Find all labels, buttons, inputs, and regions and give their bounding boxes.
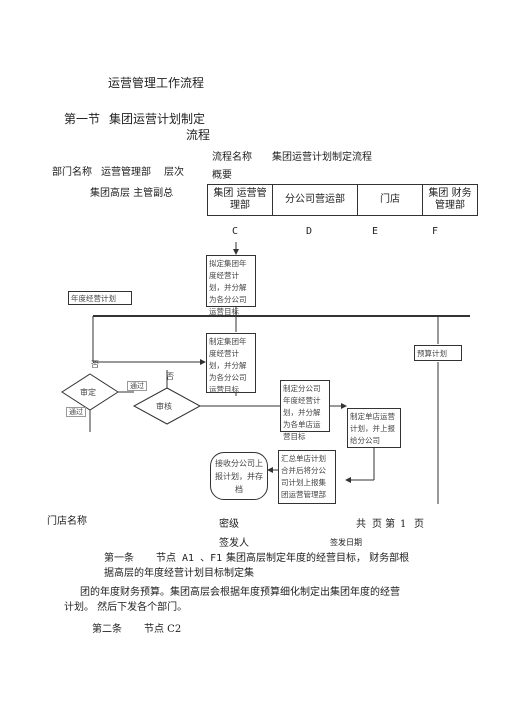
article-1-label: 第一条	[104, 553, 134, 564]
column-code: C	[232, 226, 239, 237]
flow-box-budget: 预算计划	[414, 345, 462, 361]
dept-value: 运营管理部	[101, 167, 151, 178]
flow-box-annual-plan: 年度经营计划	[68, 291, 132, 305]
overview-label: 概要	[212, 170, 232, 181]
column-code: E	[372, 226, 379, 237]
flow-box-summary: 汇总单店计划合并后将分公司计划上报集团运营管理部	[278, 450, 336, 504]
article-2-label: 第二条	[92, 624, 122, 635]
column-header: 分公司营运部	[272, 184, 358, 216]
pages-end-label: 页	[414, 519, 424, 530]
diamond-audit-label: 审核	[156, 402, 172, 411]
flow-box-branch-plan: 制定分公司年度经营计划，并分解为各单店运营目标	[280, 380, 330, 441]
column-header: 门店	[357, 184, 423, 216]
sign-date-label: 签发日期	[330, 538, 362, 547]
pages-mid-label: 页 第	[372, 519, 396, 530]
column-header-table: 集团 运营管理部 分公司营运部 门店 集团 财务管理部	[207, 184, 478, 216]
label-no: 否	[91, 360, 99, 369]
level-label: 层次	[164, 167, 184, 178]
page-number: 1	[400, 519, 407, 530]
column-header: 集团 运营管理部	[207, 184, 273, 216]
article-2-node: 节点 C2	[144, 624, 182, 635]
column-code: F	[432, 226, 439, 237]
diamond-review-label: 审定	[80, 388, 96, 397]
label-no: 否	[166, 372, 174, 381]
article-1-text: 集团高层制定年度的经营目标， 财务部根	[226, 553, 410, 564]
flow-box-store-plan: 制定单店运营计划，并上报给分公司	[347, 408, 401, 448]
flow-box-draft-plan: 拟定集团年度经营计划，并分解为各分公司运营目标	[206, 255, 256, 316]
dept-label: 部门名称	[52, 167, 92, 178]
section-number: 第一节	[64, 112, 101, 126]
article-1-node: 节点 A1 、F1	[156, 553, 223, 564]
process-name-label: 流程名称	[212, 152, 252, 163]
store-name-label: 门店名称	[47, 516, 87, 527]
flow-box-make-plan: 制定集团年度经营计划，并分解为各分公司运营目标	[206, 333, 256, 394]
label-pass: 通过	[127, 381, 147, 392]
column-header: 集团 财务管理部	[422, 184, 478, 216]
process-name: 集团运营计划制定流程	[272, 152, 372, 163]
flow-box-receive: 接收分公司上报计划，并存档	[210, 452, 268, 500]
signer-label: 签发人	[219, 538, 249, 549]
pages-total-label: 共	[356, 519, 366, 530]
label-pass: 通过	[66, 407, 86, 418]
article-1-text-cont: 据高层的年度经营计划目标制定集	[104, 568, 254, 579]
column-code: D	[306, 226, 313, 237]
level-value: 集团高层 主管副总	[90, 188, 174, 199]
paragraph-2-line-2: 计划。 然后下发各个部门。	[64, 602, 188, 613]
paragraph-2-line-1: 团的年度财务预算。集团高层会根据年度预算细化制定出集团年度的经营	[80, 587, 400, 598]
section-title: 集团运营计划制定	[109, 112, 206, 126]
secret-label: 密级	[219, 519, 239, 530]
section-title-cont: 流程	[186, 128, 211, 142]
page-title: 运营管理工作流程	[108, 76, 205, 90]
